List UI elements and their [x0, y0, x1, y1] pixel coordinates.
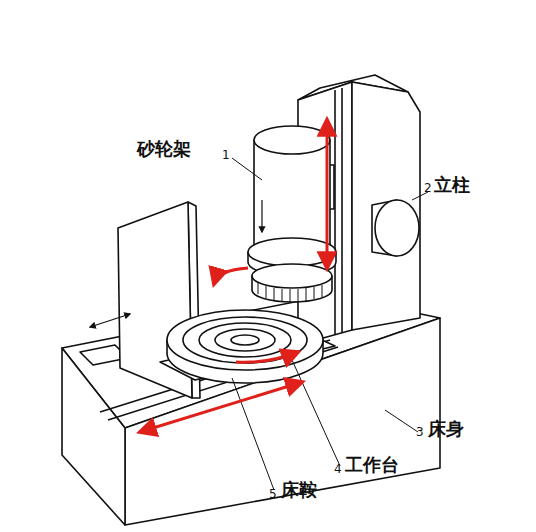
table-top [167, 310, 323, 370]
part-name: 床身 [428, 420, 464, 438]
wheel-rotation-arrow [214, 268, 248, 284]
part-name: 床鞍 [281, 481, 317, 499]
callout-number: 1 [222, 149, 230, 161]
hatch-line [298, 289, 299, 302]
bed-side [62, 348, 125, 525]
hatch-line [322, 285, 323, 297]
part-name: 砂轮架 [137, 140, 191, 158]
column-guide [341, 88, 343, 333]
callout-number: 2 [424, 182, 432, 194]
head-top [254, 126, 330, 154]
column-guide [334, 90, 336, 335]
guard-arrow [90, 314, 130, 327]
hatch-line [282, 289, 283, 301]
longitudinal-feed-arrow [140, 382, 302, 432]
part-name: 工作台 [345, 456, 399, 474]
part-name: 立柱 [434, 176, 470, 194]
table-rotation-arrow [236, 352, 298, 362]
hatch-line [266, 286, 267, 298]
leader-line [232, 378, 274, 490]
table-ring [215, 329, 275, 351]
table-ring [199, 323, 291, 357]
column-side [352, 82, 420, 330]
wheel-hatch [258, 283, 322, 302]
hatch-line [274, 288, 275, 300]
table-ring [183, 317, 307, 363]
hatch-line [306, 288, 307, 301]
callout-number: 5 [269, 488, 277, 500]
table-ring [231, 335, 259, 345]
head-flange-top [248, 238, 336, 266]
leader-line [292, 360, 340, 466]
hatch-line [290, 289, 291, 302]
handwheel [375, 200, 419, 256]
leader-line [232, 158, 262, 180]
feed-arrow [261, 200, 262, 232]
leader-line [385, 410, 418, 432]
callout-number: 3 [416, 426, 424, 438]
hatch-line [314, 287, 315, 299]
grinding-wheel-top [252, 264, 332, 288]
callout-number: 4 [334, 463, 342, 475]
vertical-feed-arrow [326, 120, 329, 268]
hatch-line [258, 283, 259, 294]
